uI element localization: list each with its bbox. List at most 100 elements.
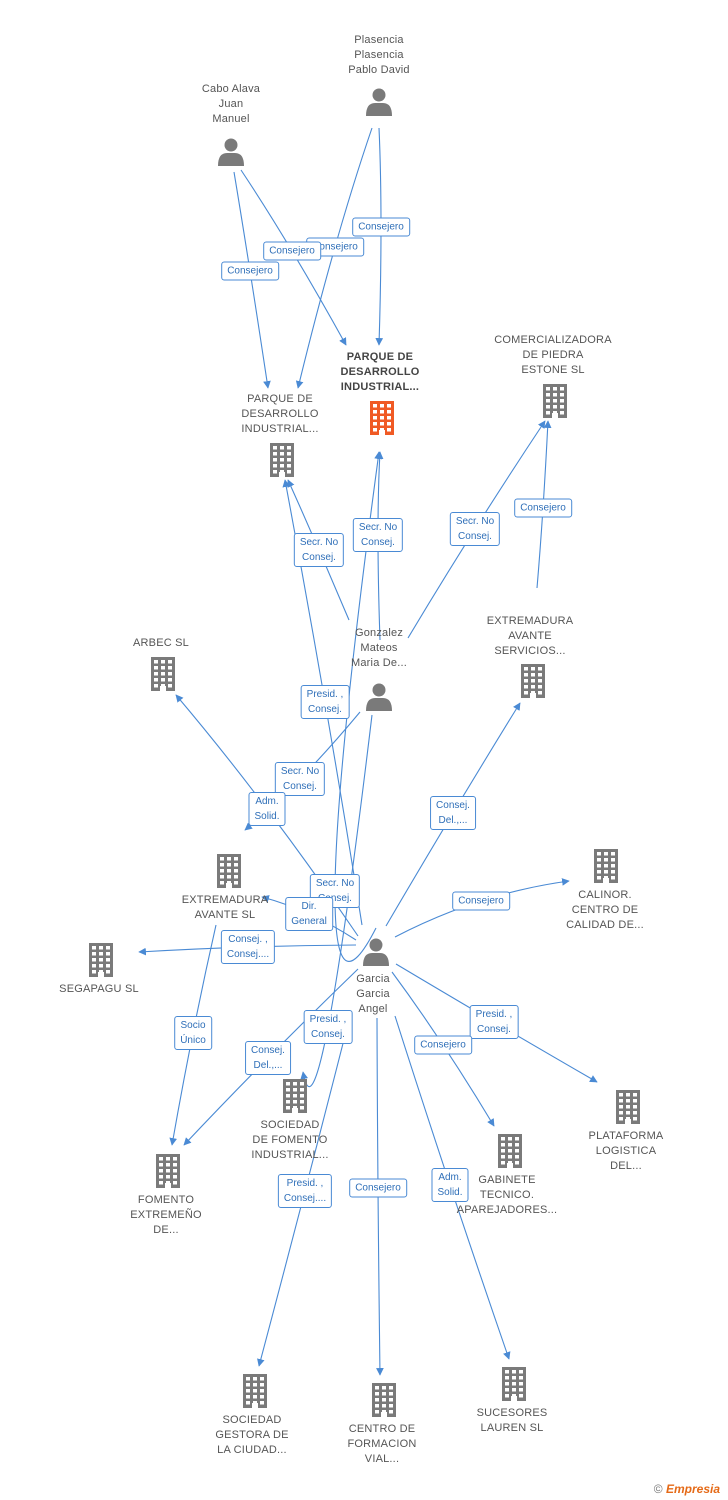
gonzalez-person-icon[interactable] (366, 683, 392, 712)
node-label-line: ESTONE SL (521, 364, 585, 376)
garcia-person-icon[interactable] (363, 938, 389, 967)
node-label-line: INDUSTRIAL... (251, 1149, 329, 1161)
role-text: Consej. (318, 893, 352, 904)
node-layer (89, 88, 640, 1417)
role-badge-garcia-to-fomento_extremeno[interactable]: Consej.Del.,... (245, 1041, 291, 1075)
role-text: Consej. (302, 552, 336, 563)
arbec-label[interactable]: ARBEC SL (133, 636, 189, 651)
role-text: Consej. (361, 537, 395, 548)
comercializadora-building-icon[interactable] (543, 384, 567, 418)
role-badge-garcia-to-extremadura_sl[interactable]: Dir.General (285, 897, 333, 931)
role-badge-garcia-to-arbec[interactable]: Adm.Solid. (248, 792, 286, 826)
role-text: Secr. No (455, 516, 495, 527)
node-label-line: Cabo Alava (201, 83, 261, 95)
node-label-line: INDUSTRIAL... (241, 423, 319, 435)
role-text: Consej. (436, 800, 470, 811)
node-label-line: SOCIEDAD (260, 1119, 320, 1131)
role-badge-garcia-to-plataforma[interactable]: Presid. ,Consej. (469, 1005, 519, 1039)
plataforma-building-icon[interactable] (616, 1090, 640, 1124)
role-badge-garcia-to-extremadura_servicios[interactable]: Consej.Del.,... (430, 796, 476, 830)
node-label-line: Angel (358, 1003, 388, 1015)
arbec-building-icon[interactable] (151, 657, 175, 691)
extremadura_sl-building-icon[interactable] (217, 854, 241, 888)
role-badge-garcia-to-gabinete[interactable]: Consejero (414, 1035, 472, 1055)
brand-logo-text[interactable]: Empresia (665, 1482, 720, 1496)
role-badge-garcia-to-sucesores[interactable]: Adm.Solid. (431, 1168, 469, 1202)
role-text: Socio (180, 1020, 206, 1031)
sucesores-label[interactable]: SUCESORES LAUREN SL (477, 1406, 548, 1436)
node-label-line: CALIDAD DE... (566, 919, 644, 931)
footer-credit: © Empresia (654, 1482, 720, 1496)
role-badge-gonzalez-to-sociedad_fomento[interactable]: Presid. , Consej. (303, 1010, 353, 1044)
role-badge-garcia-to-calinor[interactable]: Consejero (452, 891, 510, 911)
parque2-building-icon[interactable] (270, 443, 294, 477)
role-badge-garcia-to-parque2[interactable]: Presid. ,Consej. (300, 685, 350, 719)
node-label-line: SUCESORES (476, 1407, 548, 1419)
role-text: Consej. (477, 1024, 511, 1035)
role-badge-garcia-to-centro_formacion[interactable]: Consejero (349, 1178, 407, 1198)
node-label-line: DESARROLLO (340, 366, 420, 378)
node-label-line: Mateos (360, 642, 398, 654)
plasencia-person-icon[interactable] (366, 88, 392, 117)
node-label-line: INDUSTRIAL... (340, 381, 420, 393)
extremadura_servicios-building-icon[interactable] (521, 664, 545, 698)
segapagu-label[interactable]: SEGAPAGU SL (59, 982, 139, 997)
role-badge-garcia-to-segapagu[interactable]: Consej. ,Consej.... (220, 930, 276, 964)
cabo-person-icon[interactable] (218, 138, 244, 167)
calinor-building-icon[interactable] (594, 849, 618, 883)
sociedad_fomento-label[interactable]: SOCIEDAD DE FOMENTO INDUSTRIAL... (251, 1118, 328, 1163)
gabinete-building-icon[interactable] (498, 1134, 522, 1168)
node-label-line: ARBEC SL (132, 637, 190, 649)
node-label-line: GESTORA DE (215, 1429, 289, 1441)
segapagu-building-icon[interactable] (89, 943, 113, 977)
role-text: Consej. (311, 1029, 345, 1040)
centro_formacion-building-icon[interactable] (372, 1383, 396, 1417)
role-text: Consej.... (283, 1193, 327, 1204)
role-badge-extremadura_servicios-to-comercializadora[interactable]: Consejero (514, 498, 572, 518)
copyright-symbol: © (653, 1482, 663, 1496)
node-label-line: SEGAPAGU SL (59, 983, 139, 995)
role-text: Único (180, 1035, 206, 1046)
role-badge-plasencia-to-parque_main[interactable]: Consejero (352, 217, 410, 237)
role-badge-garcia-to-sociedad_gestora[interactable]: Presid. ,Consej.... (277, 1174, 333, 1208)
parque_main-building-icon[interactable] (370, 401, 394, 435)
node-label-line: FORMACION (347, 1438, 417, 1450)
fomento_extremeno-building-icon[interactable] (156, 1154, 180, 1188)
sociedad_gestora-building-icon[interactable] (243, 1374, 267, 1408)
node-label-line: LAUREN SL (480, 1422, 544, 1434)
node-label-line: AVANTE (508, 630, 552, 642)
sociedad_fomento-building-icon[interactable] (283, 1079, 307, 1113)
role-text: Consej. (308, 704, 342, 715)
node-label-line: DE PIEDRA (522, 349, 584, 361)
node-label-line: DE... (153, 1224, 179, 1236)
role-badge-cabo-to-parque2[interactable]: Consejero (221, 261, 279, 281)
role-text: Consejero (312, 241, 358, 253)
node-label-line: DE FOMENTO (252, 1134, 328, 1146)
role-text: Presid. , (309, 1014, 347, 1025)
sucesores-building-icon[interactable] (502, 1367, 526, 1401)
role-badge-cabo-to-parque_main[interactable]: Consejero (263, 241, 321, 261)
role-text: Consejero (269, 245, 315, 257)
node-label-line: Garcia (356, 973, 390, 985)
